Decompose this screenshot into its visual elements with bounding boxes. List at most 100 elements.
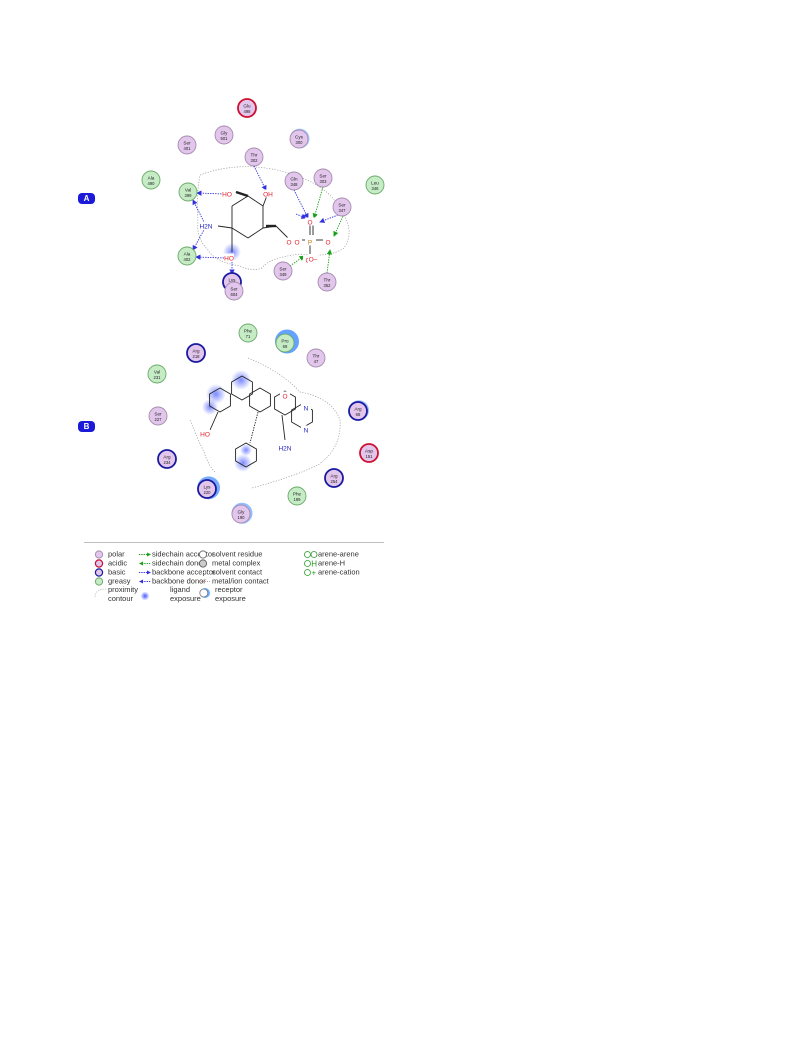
residue-disc xyxy=(317,272,337,292)
residue-number: 352 xyxy=(324,283,332,288)
residue-number: 190 xyxy=(238,515,246,520)
residue-number: 402 xyxy=(184,257,192,262)
proximity-contour-a xyxy=(196,166,350,270)
residue-disc xyxy=(332,197,352,217)
residue-name: Thr xyxy=(251,153,258,158)
residue-name: Val xyxy=(154,370,160,375)
residue-disc xyxy=(365,175,385,195)
residue-number: 47 xyxy=(314,359,319,364)
atom-label-bg xyxy=(305,217,315,226)
residue-name: Ser xyxy=(319,174,327,179)
atom-label-bg xyxy=(323,237,333,246)
legend-item-arene-arene: arene-arene xyxy=(304,549,359,559)
residue-name: Gly xyxy=(238,510,246,515)
legend-item-solvent-residue: solvent residue xyxy=(198,549,262,559)
ligand-exposure-blob xyxy=(202,399,218,415)
residue-disc xyxy=(147,364,167,384)
residue-number: 348 xyxy=(291,182,299,187)
residue-disc xyxy=(275,333,295,353)
residue-disc xyxy=(177,246,197,266)
residue-number: 231 xyxy=(154,375,162,380)
residue-number: 227 xyxy=(155,417,163,422)
atom-label: O– xyxy=(309,257,318,264)
legend-item-proximity: proximity contour xyxy=(94,585,142,603)
residue-disc xyxy=(148,406,168,426)
residue-number: 68 xyxy=(356,412,361,417)
atom-label: HO xyxy=(224,256,234,263)
legend-item-basic: basic xyxy=(94,567,126,577)
residue-number: 151 xyxy=(366,454,374,459)
residue-name: Ser xyxy=(154,412,162,417)
residue-number: 347 xyxy=(339,208,347,213)
bond xyxy=(247,227,264,239)
ligand-b-structure xyxy=(209,375,313,468)
svg-text:H: H xyxy=(311,559,317,568)
atom-label: O xyxy=(294,240,299,247)
residue-disc xyxy=(289,129,309,149)
atom-label-bg xyxy=(301,425,311,434)
bond xyxy=(247,195,264,207)
atom-label-bg xyxy=(222,189,232,198)
residue-disc xyxy=(197,479,217,499)
residue-name: Leu xyxy=(371,181,379,186)
bond xyxy=(231,227,249,239)
ligand-exposure-blob xyxy=(231,370,251,390)
svg-text:+: + xyxy=(312,568,317,577)
legend-item-backbone-acceptor: backbone acceptor xyxy=(138,567,215,577)
residue-number: 71 xyxy=(246,334,251,339)
atom-label: N xyxy=(304,406,309,413)
residue-disc xyxy=(238,323,258,343)
residue-disc xyxy=(214,125,234,145)
residue-name: Ser xyxy=(279,267,287,272)
residue-number: 604 xyxy=(231,292,239,297)
ring-2 xyxy=(231,375,253,401)
atom-label-bg xyxy=(201,221,211,230)
ring-3 xyxy=(249,387,271,413)
residue-name: Gln xyxy=(290,177,298,182)
wedge-bond xyxy=(235,190,249,198)
residue-number: 401 xyxy=(184,146,192,151)
ligand-a-structure xyxy=(217,190,324,254)
residue-name: Ala xyxy=(184,252,191,257)
residue-name: Phe xyxy=(293,492,302,497)
legend-item-receptor-exposure: receptor exposure xyxy=(198,585,258,603)
bond-benzyl xyxy=(249,411,259,444)
atom-label-bg xyxy=(301,403,311,412)
backbone-hbond xyxy=(253,165,267,191)
bond xyxy=(231,195,249,207)
residue-disc xyxy=(237,98,257,118)
residue-name: Lys xyxy=(229,278,237,283)
residue-number: 218 xyxy=(193,354,201,359)
residue-name: Phe xyxy=(244,329,253,334)
atom-label: OH xyxy=(263,192,273,199)
residue-name: Asp xyxy=(365,449,373,454)
atom-label-bg xyxy=(224,253,234,262)
residue-number: 490 xyxy=(148,181,156,186)
legend-item-metal-contact: metal/ion contact xyxy=(199,576,269,586)
residue-disc xyxy=(359,443,379,463)
residue-number: 189 xyxy=(294,497,302,502)
proximity-contour-b-left xyxy=(189,419,216,473)
residue-name: Ser xyxy=(338,203,346,208)
atom-label: O xyxy=(307,220,312,227)
sidechain-hbond xyxy=(326,249,333,274)
atom-label-bg xyxy=(284,237,294,246)
residue-number: 220 xyxy=(204,490,212,495)
bond-nh2 xyxy=(281,414,286,441)
residue-name: Lys xyxy=(204,485,212,490)
atom-label-bg xyxy=(263,189,273,198)
atom-label: P xyxy=(308,240,312,247)
